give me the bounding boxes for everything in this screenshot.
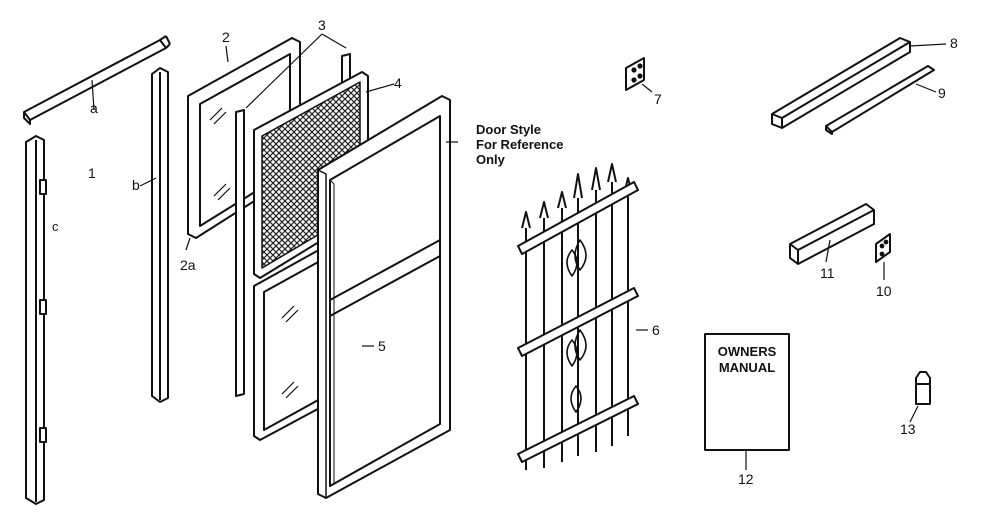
label-part-9: 9 bbox=[938, 85, 946, 101]
touch-up-bottle-part-13 bbox=[915, 371, 931, 405]
label-part-7: 7 bbox=[654, 91, 662, 107]
label-part-2a: 2a bbox=[180, 257, 196, 273]
label-part-c: c bbox=[52, 219, 59, 234]
label-part-b: b bbox=[132, 177, 140, 193]
block-part-11 bbox=[789, 203, 875, 265]
door-style-note: Door Style For Reference Only bbox=[476, 122, 564, 167]
owners-manual-title: OWNERS MANUAL bbox=[717, 344, 777, 375]
label-part-3: 3 bbox=[318, 17, 326, 33]
small-plate-part-10 bbox=[875, 233, 891, 263]
label-part-6: 6 bbox=[652, 322, 660, 338]
label-part-8: 8 bbox=[950, 35, 958, 51]
top-rail-part-a bbox=[23, 35, 171, 125]
sweep-strip-part-9 bbox=[825, 65, 935, 135]
door-frame bbox=[317, 95, 451, 499]
expander-channel-part-8 bbox=[771, 37, 911, 129]
mounting-bracket-part-7 bbox=[625, 57, 645, 91]
label-part-1: 1 bbox=[88, 165, 96, 181]
latch-jamb-part-b bbox=[151, 67, 169, 403]
owners-manual-part-12 bbox=[704, 333, 790, 451]
label-part-10: 10 bbox=[876, 283, 892, 299]
label-part-11: 11 bbox=[820, 265, 835, 281]
label-part-5: 5 bbox=[378, 338, 386, 354]
label-part-a: a bbox=[90, 100, 98, 116]
security-grille-part-6 bbox=[517, 163, 639, 470]
label-part-12: 12 bbox=[738, 471, 754, 487]
hinge-jamb-part-c bbox=[25, 135, 47, 505]
label-part-2: 2 bbox=[222, 29, 230, 45]
leader-lines bbox=[91, 33, 947, 470]
label-part-13: 13 bbox=[900, 421, 916, 437]
label-part-4: 4 bbox=[394, 75, 402, 91]
